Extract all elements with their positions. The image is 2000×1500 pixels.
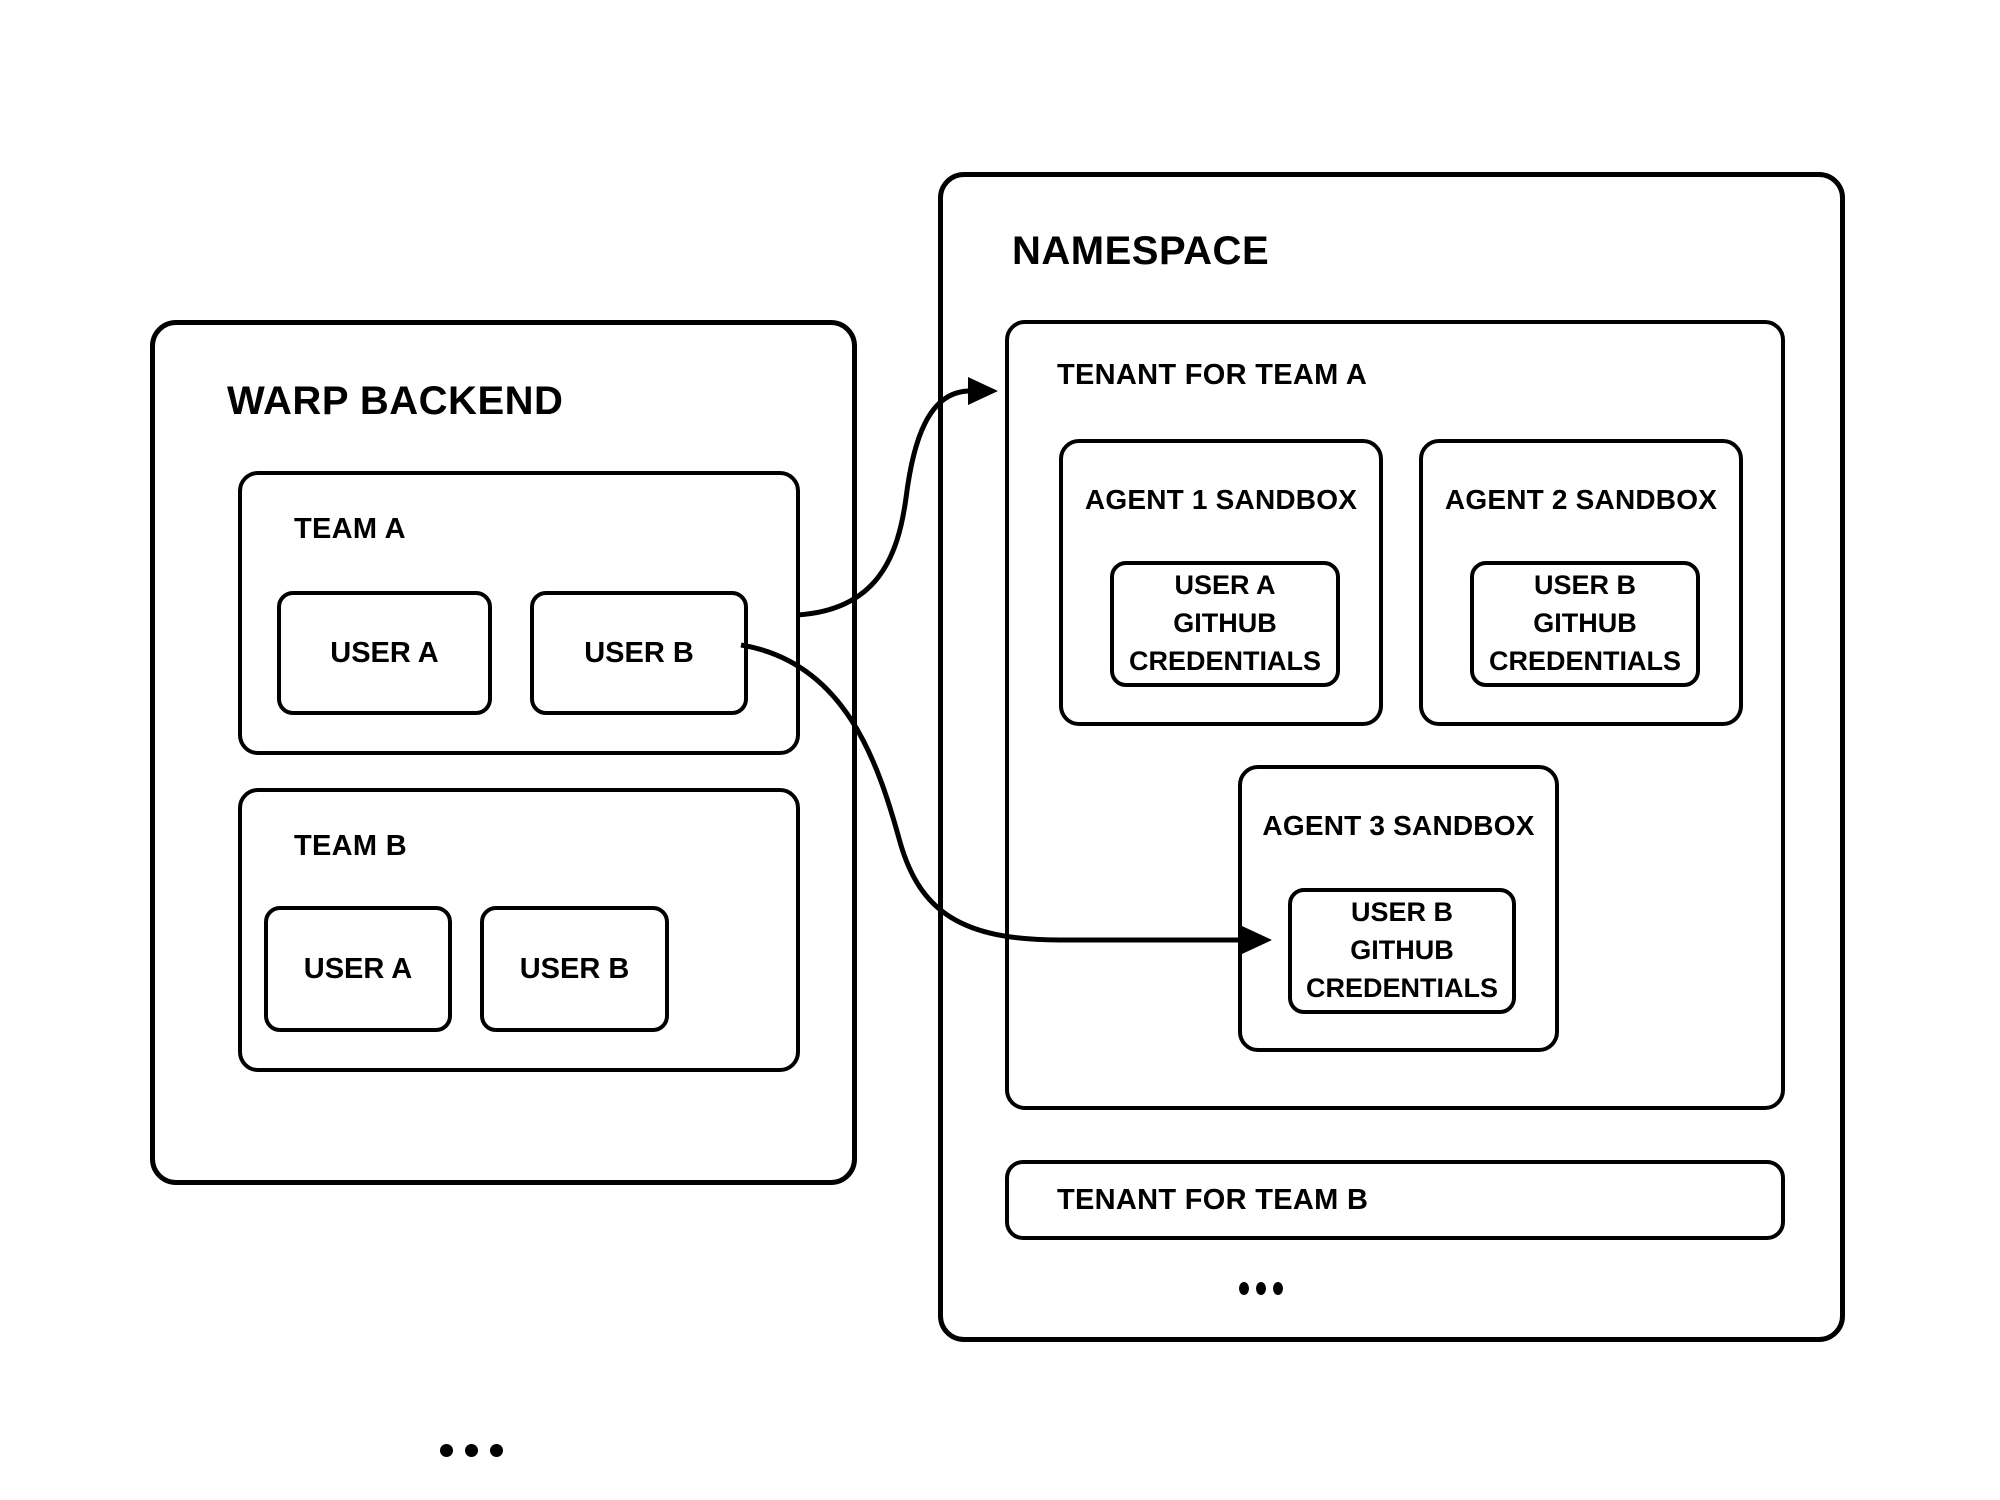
agent-1-sandbox-box: AGENT 1 SANDBOX USER A GITHUB CREDENTIAL… [1059, 439, 1383, 726]
agent-2-sandbox-box: AGENT 2 SANDBOX USER B GITHUB CREDENTIAL… [1419, 439, 1743, 726]
team-b-user-a-label: USER A [303, 952, 413, 985]
namespace-ellipsis-icon [1235, 1282, 1286, 1295]
agent-3-sandbox-label: AGENT 3 SANDBOX [1262, 810, 1535, 841]
user-a-github-credentials-label: USER A GITHUB CREDENTIALS [1128, 570, 1321, 676]
team-a-user-b-box: USER B [530, 591, 748, 715]
agent-3-sandbox-box: AGENT 3 SANDBOX USER B GITHUB CREDENTIAL… [1238, 765, 1559, 1052]
user-b-github-credentials-label-agent3: USER B GITHUB CREDENTIALS [1305, 897, 1498, 1003]
team-b-user-a-box: USER A [264, 906, 452, 1032]
warp-backend-title: WARP BACKEND [227, 379, 564, 423]
agent-2-sandbox-label: AGENT 2 SANDBOX [1444, 484, 1718, 515]
tenant-for-team-a-label: TENANT FOR TEAM A [1057, 359, 1368, 391]
team-b-user-b-box: USER B [480, 906, 669, 1032]
namespace-title: NAMESPACE [1012, 229, 1270, 273]
team-a-label: TEAM A [294, 513, 406, 545]
user-a-github-credentials-box: USER A GITHUB CREDENTIALS [1110, 561, 1340, 687]
tenant-for-team-b-label: TENANT FOR TEAM B [1057, 1183, 1369, 1216]
namespace-box: NAMESPACE TENANT FOR TEAM A AGENT 1 SAND… [938, 172, 1845, 1342]
tenant-for-team-a-box: TENANT FOR TEAM A AGENT 1 SANDBOX USER A… [1005, 320, 1785, 1110]
team-b-box: TEAM B USER A USER B [238, 788, 800, 1072]
team-a-user-a-box: USER A [277, 591, 492, 715]
agent-1-sandbox-label: AGENT 1 SANDBOX [1084, 484, 1358, 515]
team-a-box: TEAM A USER A USER B [238, 471, 800, 755]
user-b-github-credentials-box-agent2: USER B GITHUB CREDENTIALS [1470, 561, 1700, 687]
tenant-for-team-b-box: TENANT FOR TEAM B [1005, 1160, 1785, 1240]
team-b-user-b-label: USER B [519, 952, 630, 985]
warp-backend-box: WARP BACKEND TEAM A USER A USER B TEAM B… [150, 320, 857, 1457]
user-b-github-credentials-box-agent3: USER B GITHUB CREDENTIALS [1288, 888, 1516, 1014]
team-b-label: TEAM B [294, 830, 407, 862]
team-a-user-a-label: USER A [330, 636, 439, 669]
team-a-user-b-label: USER B [584, 636, 694, 669]
warp-ellipsis-icon [434, 1444, 509, 1457]
user-b-github-credentials-label-agent2: USER B GITHUB CREDENTIALS [1488, 570, 1681, 676]
